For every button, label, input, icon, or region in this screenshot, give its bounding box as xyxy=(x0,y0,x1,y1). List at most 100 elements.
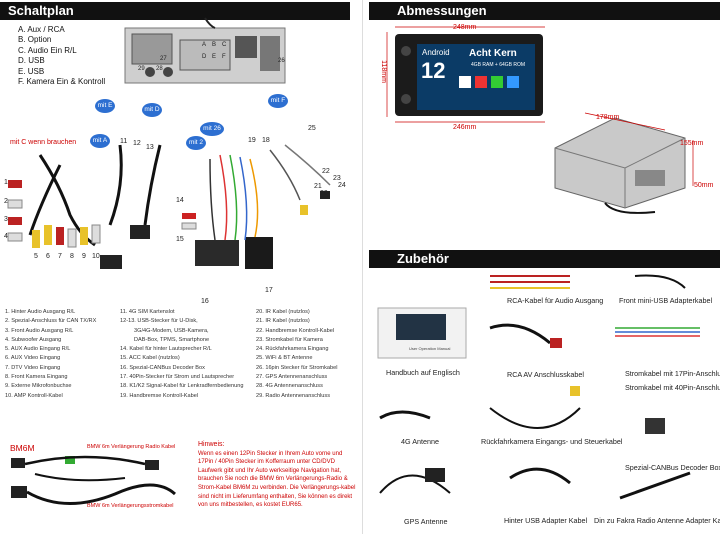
num-26: 26 xyxy=(278,58,285,64)
port-list: A. Aux / RCA B. Option C. Audio Ein R/L … xyxy=(18,25,105,87)
accessory-gps-antenna: GPS Antenne xyxy=(404,517,448,526)
legend-col-3: 20. IR Kabel (nutzlos) 21. IR Kabel (nut… xyxy=(256,308,337,401)
legend-item: 27. GPS Antennenanschluss xyxy=(256,374,328,381)
radio-rear-panel: 29 28 27 26 A B C D E F xyxy=(120,17,290,86)
num-8: 8 xyxy=(70,253,74,260)
accessory-manual: Handbuch auf Englisch xyxy=(386,368,460,377)
num-14: 14 xyxy=(176,197,184,204)
accessory-canbus-box: Spezial-CANBus Decoder Box xyxy=(625,463,720,472)
num-28: 28 xyxy=(156,66,163,72)
front-dimension-lines xyxy=(386,26,545,123)
num-27: 27 xyxy=(160,56,167,62)
dim-width-bottom: 246mm xyxy=(453,124,477,131)
accessory-rca-cable: RCA-Kabel für Audio Ausgang xyxy=(507,296,604,305)
num-22: 22 xyxy=(322,168,330,175)
legend-item: DAB-Box, TPMS, Smartphone xyxy=(134,336,210,343)
legend-item: 12-13. USB-Stecker für U-Disk, xyxy=(120,318,198,325)
letter-d: D xyxy=(202,54,207,60)
schaltplan-header: Schaltplan xyxy=(0,2,350,20)
bm6m-label-power: BMW 6m Verlängerungsstromkabel xyxy=(87,503,174,509)
legend-item: 7. DTV Video Eingang xyxy=(5,364,61,371)
knob-icon xyxy=(401,94,411,104)
num-2: 2 xyxy=(4,198,8,205)
num-9: 9 xyxy=(82,253,86,260)
legend-item: 29. Radio Antennenanschluss xyxy=(256,392,331,399)
chassis-graphic xyxy=(554,112,694,214)
letter-a: A xyxy=(202,42,207,48)
accessory-reverse-camera-cable: Rückfahrkamera Eingangs- und Steuerkabel xyxy=(481,437,623,446)
legend-item: 11. 4G SIM Kartenslot xyxy=(120,309,175,315)
legend-item: 14. Kabel für hinter Lautsprecher R/L xyxy=(120,346,212,353)
port-b: B. Option xyxy=(18,35,52,45)
legend-item: 26. 16pin Stecker für Stromkabel xyxy=(256,364,338,371)
accessory-fakra-adapter: Din zu Fakra Radio Antenne Adapter Kabel xyxy=(594,516,720,525)
app-icon xyxy=(491,76,503,88)
head-unit-front: Android 12 Acht Kern 4GB RAM + 64GB ROM xyxy=(395,34,543,116)
num-6: 6 xyxy=(46,253,50,260)
schaltplan-title: Schaltplan xyxy=(8,3,74,18)
legend-item: 16. Spezial-CANBus Decoder Box xyxy=(120,364,205,371)
legend-item: 19. Handbremse Kontroll-Kabel xyxy=(120,392,199,399)
legend-item: 4. Subwoofer Ausgang xyxy=(5,336,62,343)
port-d: D. USB xyxy=(18,56,45,66)
legend-item: 3G/4G-Modem, USB-Kamera, xyxy=(134,327,209,334)
legend-item: 25. WiFi & BT Antenne xyxy=(256,355,313,362)
port-e: E. USB xyxy=(18,66,45,76)
num-1: 1 xyxy=(4,179,8,186)
hinweis-note: Hinweis: Wenn es einen 12Pin Stecker in … xyxy=(198,441,356,510)
num-24: 24 xyxy=(338,182,346,189)
android-label: Android xyxy=(422,48,450,57)
legend-item: 3. Front Audio Ausgang R/L xyxy=(5,327,74,334)
letter-c: C xyxy=(222,42,227,48)
bubble-mit-d: mit D xyxy=(142,103,162,117)
legend-item: 18. K1/K2 Signal-Kabel für Lenkradfernbe… xyxy=(120,383,244,390)
num-16: 16 xyxy=(201,298,209,305)
bm6m-section: BM6M BMW 6m Verlängerung Radio Kabel BMW… xyxy=(5,440,195,530)
legend-item: 23. Stromkabel für Kamera xyxy=(256,336,323,343)
num-17: 17 xyxy=(265,287,273,294)
abmessungen-title: Abmessungen xyxy=(397,3,487,18)
legend-item: 20. IR Kabel (nutzlos) xyxy=(256,309,310,315)
cable-harness-graphic xyxy=(7,144,331,269)
bubble-mit-a: mit A xyxy=(90,134,110,148)
bubble-mit-f: mit F xyxy=(268,94,288,108)
num-10: 10 xyxy=(92,253,100,260)
num-21: 21 xyxy=(314,183,322,190)
legend-col-2: 11. 4G SIM Kartenslot 12-13. USB-Stecker… xyxy=(120,308,243,401)
legend-item: 9. Externe Mikrofonbuchse xyxy=(5,383,72,390)
legend-item: 2. Spezial-Anschluss für CAN TX/RX xyxy=(5,318,97,325)
bubble-mit-26: mit 26 xyxy=(200,122,224,136)
num-29: 29 xyxy=(138,66,145,72)
app-icon xyxy=(475,76,487,88)
bm6m-cable-graphic xyxy=(11,455,177,505)
dim-back: 50mm xyxy=(694,182,714,189)
accessories-graphic xyxy=(377,274,700,500)
accessory-mini-usb-adapter: Front mini-USB Adapterkabel xyxy=(619,296,713,305)
accessory-40pin-power: Stromkabel mit 40Pin-Anschluss xyxy=(625,383,720,392)
legend-item: 6. AUX Video Eingang xyxy=(5,355,61,362)
num-7: 7 xyxy=(58,253,62,260)
dim-width-top: 248mm xyxy=(453,24,477,31)
num-4: 4 xyxy=(4,233,8,240)
zubehor-title: Zubehör xyxy=(397,251,449,266)
port-c: C. Audio Ein R/L xyxy=(18,45,77,55)
letter-f: F xyxy=(222,54,226,60)
num-3: 3 xyxy=(4,216,8,223)
manual-caption: User Operation Manual xyxy=(409,346,451,351)
legend-item: 22. Handbremse Kontroll-Kabel xyxy=(256,327,335,334)
accessory-4g-antenna: 4G Antenne xyxy=(401,437,439,446)
bm6m-title: BM6M xyxy=(10,443,35,453)
bubble-mit-2: mit 2 xyxy=(186,136,206,150)
port-f: F. Kamera Ein & Kontroll xyxy=(18,77,106,87)
num-15: 15 xyxy=(176,236,184,243)
legend-item: 15. ACC Kabel (nutzlos) xyxy=(120,355,180,362)
memory-label: 4GB RAM + 64GB ROM xyxy=(471,62,526,68)
num-20: 20 xyxy=(320,190,328,197)
bubble-mit-e: mit E xyxy=(95,99,115,113)
num-23: 23 xyxy=(333,175,341,182)
dim-side: 155mm xyxy=(680,140,704,147)
mit-c-note: mit C wenn brauchen xyxy=(10,139,77,146)
num-25: 25 xyxy=(308,125,316,132)
column-divider xyxy=(362,0,363,534)
app-icon xyxy=(459,76,471,88)
